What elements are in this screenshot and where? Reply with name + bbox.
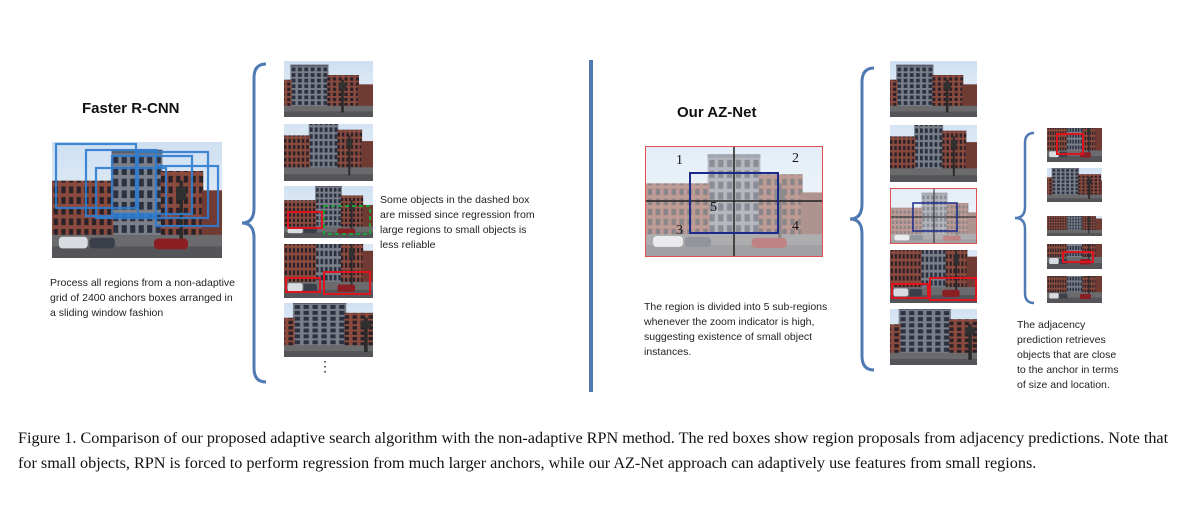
aznet-thumb-2 [890, 125, 977, 182]
adjacency-thumb-3 [1047, 216, 1102, 236]
rpn-thumb-3 [284, 186, 373, 238]
rpn-thumb-4 [284, 244, 373, 298]
adjacency-note: The adjacency prediction retrieves objec… [1017, 319, 1119, 391]
subregion-label-3: 3 [676, 223, 683, 238]
aznet-thumb-1 [890, 61, 977, 117]
subregion-label-5: 5 [710, 200, 717, 215]
aznet-thumb-3-subdivided [890, 188, 977, 244]
aznet-thumb-4 [890, 250, 977, 303]
right-bracket [849, 66, 875, 372]
adjacency-thumb-4 [1047, 244, 1102, 269]
rpn-thumb-1 [284, 61, 373, 117]
aznet-heading: Our AZ-Net [677, 104, 757, 121]
aznet-thumb-5 [890, 309, 977, 365]
subregion-label-1: 1 [676, 153, 683, 168]
left-bracket [241, 62, 267, 384]
figure-caption: Figure 1. Comparison of our proposed ada… [18, 429, 1169, 472]
aznet-description: The region is divided into 5 sub-regions… [644, 301, 828, 358]
subregion-label-4: 4 [792, 219, 799, 234]
faster-rcnn-heading: Faster R-CNN [82, 100, 180, 117]
aznet-main-photo: 1 2 3 4 5 [645, 146, 823, 257]
subregion-label-2: 2 [792, 151, 799, 166]
rpn-thumb-5 [284, 303, 373, 357]
faster-rcnn-main-photo [52, 142, 222, 258]
missed-objects-callout: Some objects in the dashed box are misse… [380, 194, 535, 251]
adjacency-bracket [1014, 131, 1035, 305]
adjacency-thumb-1 [1047, 128, 1102, 162]
more-anchors-ellipsis: ⋮ [318, 358, 332, 374]
faster-rcnn-description: Process all regions from a non-adaptive … [50, 277, 236, 319]
panel-divider [589, 60, 593, 392]
adjacency-thumb-2 [1047, 168, 1102, 202]
rpn-thumb-2 [284, 124, 373, 181]
adjacency-thumb-5 [1047, 276, 1102, 303]
